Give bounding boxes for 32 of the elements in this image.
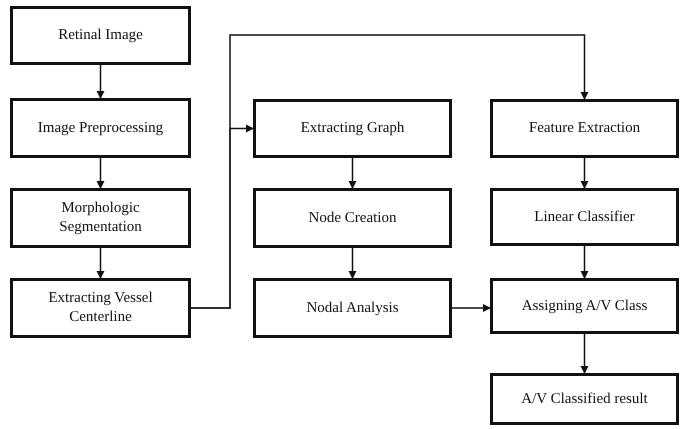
arrow [348,248,356,279]
process-box [253,188,452,248]
process-box [490,99,679,158]
process-box [490,188,679,246]
box-label: Assigning A/V Class [522,296,648,316]
process-box [490,373,679,425]
box-label: A/V Classified result [521,390,648,408]
process-box [10,188,191,248]
box-label: Morphologic Segmentation [58,199,143,237]
arrow [191,34,588,309]
arrow [96,248,104,279]
box-label: Nodal Analysis [306,298,399,318]
box-label: Feature Extraction [528,119,640,138]
box-label: Image Preprocessing [38,118,164,138]
process-box [490,278,679,334]
box-label: Linear Classifier [534,208,635,226]
arrow [580,246,588,279]
box-label: Retinal Image [58,26,143,45]
process-box [253,278,452,338]
arrow [96,158,104,189]
box-label: Extracting Graph [300,119,404,138]
process-box [10,278,191,338]
box-label: Extracting Vessel Centerline [47,289,154,327]
arrow [96,65,104,99]
arrow [348,158,356,189]
arrow [580,334,588,374]
arrow [452,304,491,312]
arrow [580,158,588,189]
box-label: Node Creation [308,208,396,228]
process-box [10,98,191,158]
process-box [10,6,191,65]
process-box [253,99,452,158]
